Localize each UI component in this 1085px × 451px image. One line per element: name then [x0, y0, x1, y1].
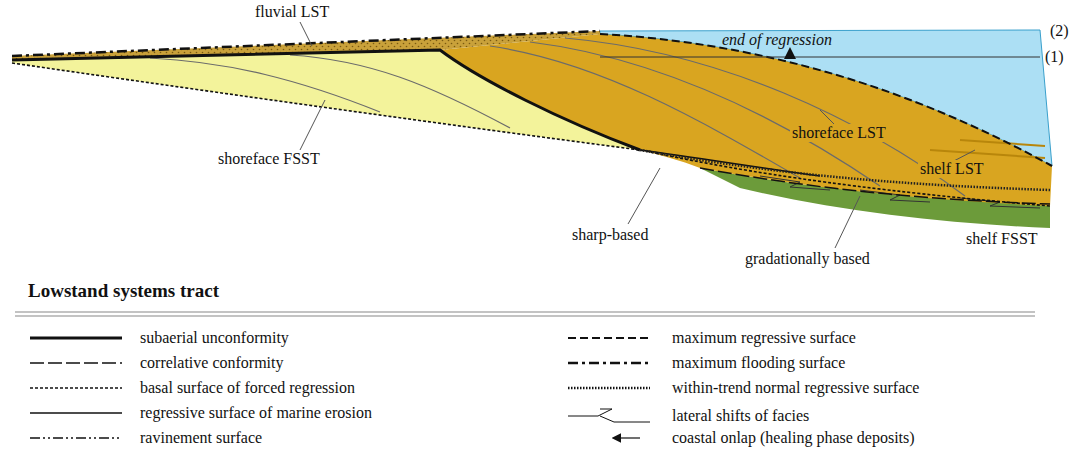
figure-part [835, 196, 860, 248]
figure-part [150, 58, 380, 112]
legend-text: maximum flooding surface [672, 354, 845, 372]
legend-text: basal surface of forced regression [140, 379, 355, 397]
legend-samples [30, 338, 650, 438]
figure-part [30, 362, 122, 364]
level-number: (2) [1050, 22, 1069, 40]
unit-label: gradationally based [745, 250, 870, 268]
regression-arrow [789, 50, 791, 56]
legend-text: coastal onlap (healing phase deposits) [672, 429, 915, 447]
figure-part [300, 22, 312, 46]
legend-text: maximum regressive surface [672, 329, 856, 347]
figure-part [568, 362, 650, 365]
figure-part [530, 42, 880, 186]
basal-surface-forced-regression [12, 63, 1050, 206]
legend-text: regressive surface of marine erosion [140, 404, 372, 422]
correlative-conformity [700, 168, 1050, 204]
figure-part [568, 387, 650, 390]
shelf-lst-streaks [930, 140, 1045, 158]
figure-part [565, 38, 965, 196]
figure-part [568, 409, 650, 422]
unit-label: fluvial LST [255, 3, 329, 21]
leader-lines [300, 22, 975, 248]
unit-label: sharp-based [572, 226, 648, 244]
annotation: end of regression [722, 31, 832, 49]
figure-part [30, 412, 122, 414]
separator-rule [15, 312, 1035, 316]
figure-part [30, 437, 122, 439]
legend-text: within-trend normal regressive surface [672, 379, 919, 397]
figure-part [30, 387, 122, 389]
unit-label: shoreface FSST [218, 150, 320, 168]
figure-part [960, 140, 1045, 146]
legend-text: ravinement surface [140, 429, 262, 447]
figure-part [614, 437, 640, 438]
shoreface-fsst-body [12, 50, 640, 150]
maximum-regressive-surface [600, 34, 1052, 166]
level-number: (1) [1045, 48, 1064, 66]
normal-regressive-surface [640, 150, 1050, 190]
legend-text: correlative conformity [140, 354, 284, 372]
figure-part [300, 100, 325, 150]
level-line-1 [600, 57, 1040, 58]
subaerial-unconformity [12, 50, 640, 150]
unit-label: shelf FSST [966, 230, 1038, 248]
unit-label: shelf LST [918, 160, 986, 178]
unit-label: shoreface LST [790, 124, 888, 142]
figure-part [628, 168, 660, 224]
figure-part [30, 337, 122, 340]
legend-text: subaerial unconformity [140, 329, 289, 347]
fluvial-lst-body [12, 31, 600, 60]
figure-title: Lowstand systems tract [28, 280, 219, 302]
legend-text: lateral shifts of facies [672, 407, 809, 425]
figure-part [568, 337, 650, 339]
